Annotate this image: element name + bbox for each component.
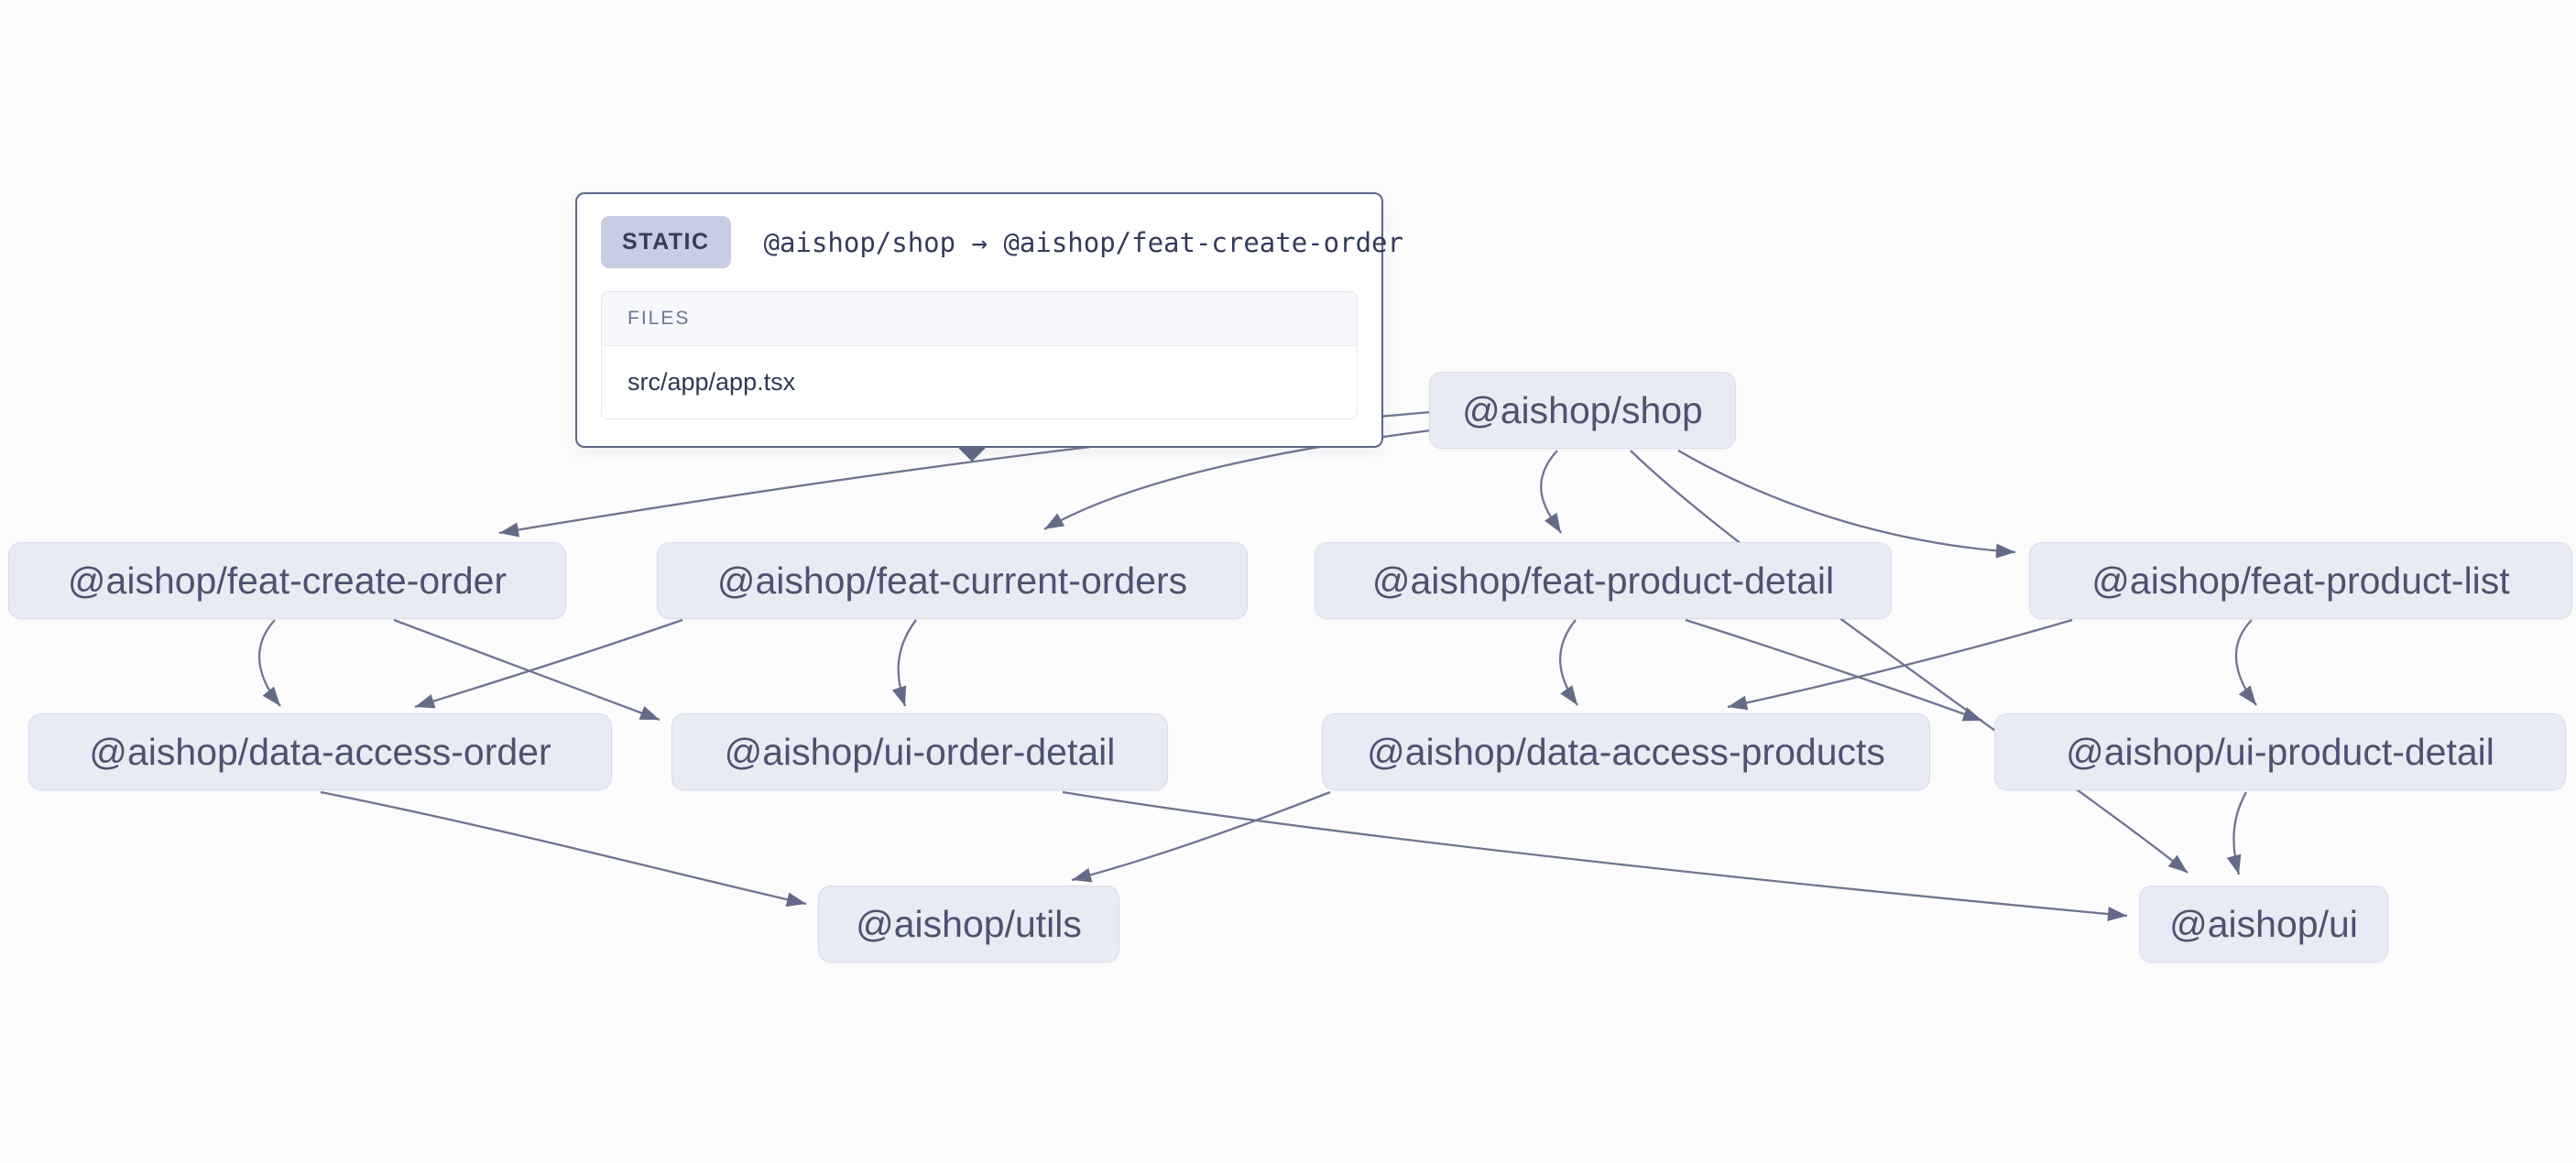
node-ui-product-detail[interactable]: @aishop/ui-product-detail: [1994, 713, 2566, 790]
edge-feat-current-orders-ui-order-detail[interactable]: [891, 619, 917, 707]
node-utils[interactable]: @aishop/utils: [818, 886, 1119, 962]
edge-tooltip: STATIC @aishop/shop → @aishop/feat-creat…: [575, 192, 1403, 462]
node-data-access-products[interactable]: @aishop/data-access-products: [1322, 713, 1930, 790]
edge-data-access-products-utils[interactable]: [1071, 790, 1331, 883]
edge-feat-current-orders-data-access-order[interactable]: [414, 618, 683, 709]
edge-feat-product-list-ui-product-detail[interactable]: [2234, 619, 2257, 706]
edge-shop-feat-product-detail[interactable]: [1540, 450, 1562, 534]
tooltip-header: STATIC @aishop/shop → @aishop/feat-creat…: [601, 216, 1403, 268]
node-feat-product-list[interactable]: @aishop/feat-product-list: [2029, 542, 2572, 619]
node-ui[interactable]: @aishop/ui: [2139, 886, 2388, 962]
node-shop[interactable]: @aishop/shop: [1429, 372, 1736, 449]
edge-shop-ui[interactable]: [1630, 450, 2189, 874]
edge-relation-text: @aishop/shop → @aishop/feat-create-order: [763, 226, 1403, 258]
edge-feat-product-detail-ui-product-detail[interactable]: [1685, 618, 1983, 723]
edge-ui-product-detail-ui[interactable]: [2226, 791, 2248, 875]
node-data-access-order[interactable]: @aishop/data-access-order: [28, 713, 612, 790]
edge-feat-create-order-data-access-order[interactable]: [258, 619, 281, 707]
edge-type-badge: STATIC: [601, 216, 731, 268]
node-feat-current-orders[interactable]: @aishop/feat-current-orders: [657, 542, 1248, 619]
files-section: FILES src/app/app.tsx: [601, 291, 1358, 419]
file-row: src/app/app.tsx: [602, 346, 1357, 418]
edge-feat-create-order-ui-order-detail[interactable]: [393, 618, 660, 722]
node-feat-product-detail[interactable]: @aishop/feat-product-detail: [1315, 542, 1892, 619]
tooltip-caret: [956, 446, 988, 462]
edge-shop-feat-product-list[interactable]: [1677, 450, 2016, 559]
edge-ui-order-detail-ui[interactable]: [1062, 790, 2128, 922]
node-ui-order-detail[interactable]: @aishop/ui-order-detail: [671, 713, 1168, 790]
edge-feat-product-list-data-access-products[interactable]: [1727, 618, 2073, 711]
edge-data-access-order-utils[interactable]: [320, 790, 807, 908]
files-section-header: FILES: [602, 292, 1357, 346]
node-feat-create-order[interactable]: @aishop/feat-create-order: [8, 542, 566, 619]
edge-feat-product-detail-data-access-products[interactable]: [1558, 619, 1578, 706]
